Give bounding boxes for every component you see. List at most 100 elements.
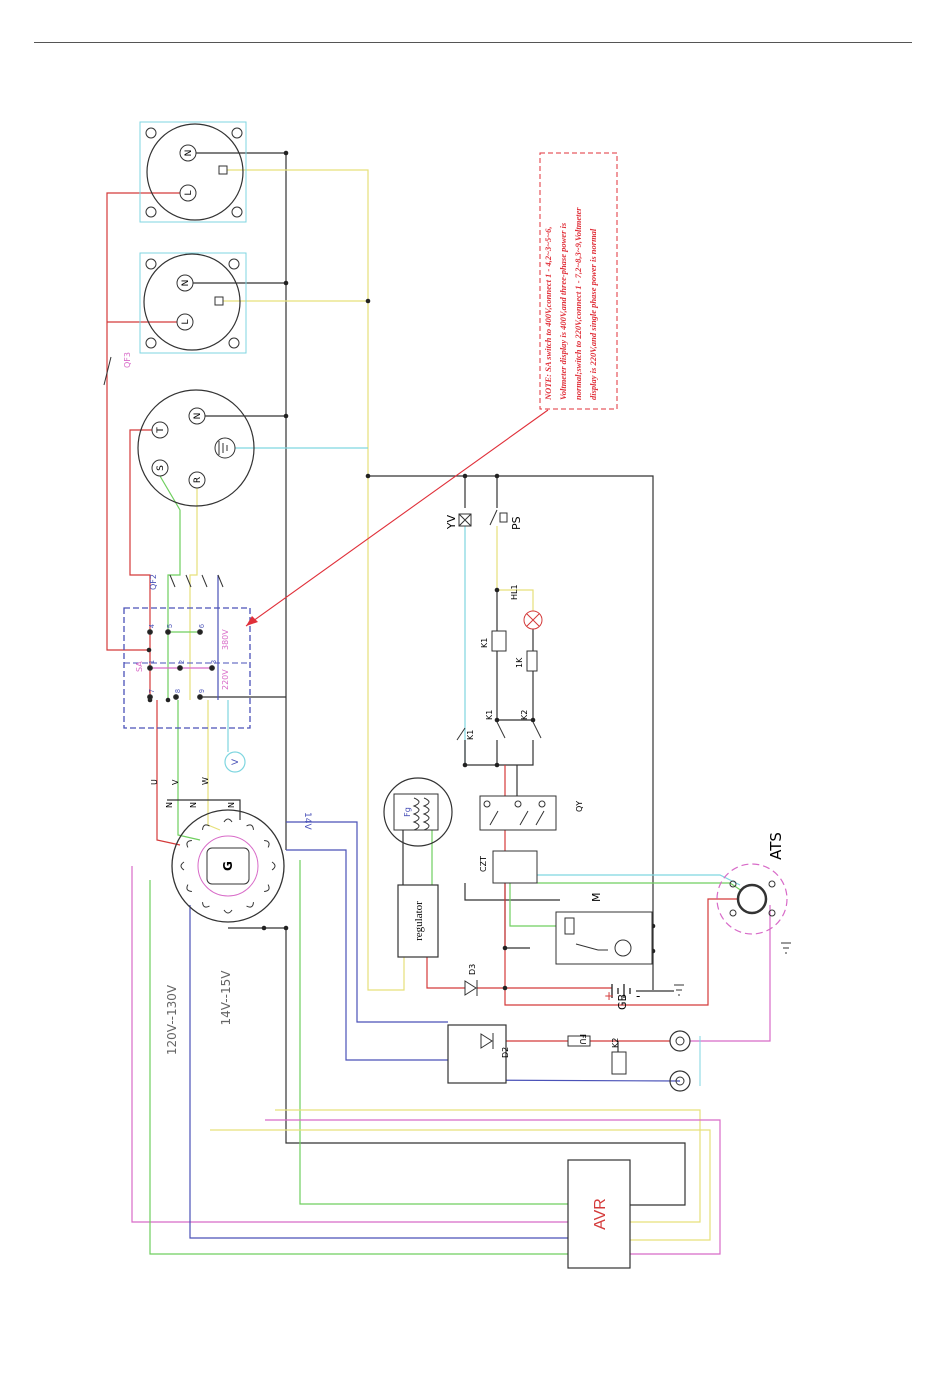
generator-coil xyxy=(180,861,185,871)
avr-feed-blue xyxy=(189,905,568,1239)
avr-feed-gray xyxy=(228,927,686,1206)
neutral-label-1: N xyxy=(165,802,174,808)
yv-label: YV xyxy=(445,514,458,530)
junction-dot xyxy=(283,280,289,286)
battery-plus: + xyxy=(604,989,614,1003)
phase-r-wire xyxy=(189,488,198,700)
resistor-1k-label: 1K xyxy=(515,657,524,668)
selector-switch-sa xyxy=(123,607,251,729)
selector-terminal-3 xyxy=(209,665,215,671)
junction-dot xyxy=(494,717,500,723)
czt-label: CZT xyxy=(479,856,488,872)
selector-terminal-label-5: 5 xyxy=(167,624,174,628)
note-line-3: normal;switch to 220V,connect 1 - 7,2~8,… xyxy=(573,207,583,400)
rectifier-d2 xyxy=(447,1024,507,1084)
note-line-2: Voltmeter display is 400V,and three-phas… xyxy=(558,222,568,400)
d2-input-a xyxy=(286,849,448,1061)
qf3-switch-blade xyxy=(103,356,112,386)
generator-coil xyxy=(264,884,270,892)
phase-v-label: V xyxy=(171,779,180,785)
phase-w-label: W xyxy=(201,777,210,785)
junction-dot xyxy=(283,150,289,156)
ps-return xyxy=(496,526,534,611)
note-arrow xyxy=(245,409,549,627)
socket-n-label: N xyxy=(193,413,203,420)
avr-sense-yellow-2 xyxy=(210,1129,711,1241)
starter-qy xyxy=(479,795,557,831)
junction-dot xyxy=(494,473,500,479)
junction-dot xyxy=(502,945,508,951)
socket-t-label: T xyxy=(156,427,166,434)
k1-contact-label-2: K1 xyxy=(485,710,494,720)
avr-label: AVR xyxy=(592,1198,609,1230)
ats-switch xyxy=(716,863,791,954)
k1-contact-label-1: K1 xyxy=(466,730,475,740)
outlet-2: N L xyxy=(139,252,247,354)
pressure-switch-ps xyxy=(489,509,508,526)
generator-coil xyxy=(271,861,276,871)
live-l-wire xyxy=(106,192,180,651)
k2-contact-label: K2 xyxy=(520,710,529,720)
generator-coil xyxy=(186,840,192,848)
outlet-2-n-label: N xyxy=(181,280,191,287)
generator-coil xyxy=(246,824,254,830)
outlet-1-l-label: L xyxy=(184,190,194,195)
qf2-breaker-poles xyxy=(169,574,224,588)
selector-terminal-6 xyxy=(197,629,203,635)
d3-label: D3 xyxy=(468,964,477,975)
outlet-2-l-label: L xyxy=(181,319,191,324)
regulator-label: regulator xyxy=(413,901,425,941)
selector-terminal-8 xyxy=(173,694,179,700)
phase-u-label: U xyxy=(150,779,159,785)
phase-t-wire xyxy=(129,429,152,700)
generator-label: G xyxy=(221,861,235,871)
relay-k1-coil xyxy=(491,630,507,652)
resistor-1k xyxy=(526,650,538,672)
selector-terminal-2 xyxy=(177,665,183,671)
qf3-label: QF3 xyxy=(123,352,132,368)
battery-gb xyxy=(611,984,631,998)
remote-terminals xyxy=(669,1030,701,1092)
avr-feed-magenta xyxy=(131,866,568,1223)
junction-dot xyxy=(502,985,508,991)
voltmeter-icon: V xyxy=(231,758,241,765)
junction-dot xyxy=(462,762,468,768)
selector-terminal-label-3: 3 xyxy=(211,660,218,664)
outlet-1: N L xyxy=(139,121,247,223)
earth-wire xyxy=(223,169,405,991)
relay-k1-label: K1 xyxy=(480,638,489,648)
battery-positive xyxy=(504,883,738,1006)
k1-contact-1 xyxy=(456,727,466,741)
selector-terminal-label-9: 9 xyxy=(199,689,206,693)
junction-dot xyxy=(530,717,536,723)
volt-120-label: 120V--130V xyxy=(165,984,179,1055)
junction-dot xyxy=(261,925,267,931)
generator-coil xyxy=(223,818,233,823)
k1-contact-2 xyxy=(496,721,506,739)
junction-dot xyxy=(146,647,152,653)
selector-terminal-9 xyxy=(197,694,203,700)
d2-input-b xyxy=(286,821,448,1023)
avr-sense-yellow xyxy=(275,1109,701,1223)
neutral-label-3: N xyxy=(227,802,236,808)
czt-gray xyxy=(464,883,560,901)
phase-v-wire xyxy=(177,700,201,841)
selector-terminal-label-8: 8 xyxy=(175,689,182,693)
diode-d3 xyxy=(464,980,478,996)
relay-k2-label: K2 xyxy=(611,1038,620,1048)
generator-coil xyxy=(223,909,233,914)
selector-terminal-label-7: 7 xyxy=(149,689,156,693)
selector-terminal-1 xyxy=(147,665,153,671)
selector-terminal-4 xyxy=(147,629,153,635)
junction-dot xyxy=(165,697,171,703)
socket-s-label: S xyxy=(156,465,166,471)
phase-u-wire xyxy=(156,700,181,846)
connector-czt xyxy=(492,850,538,884)
fuse-fu xyxy=(567,1035,591,1047)
contact-loop xyxy=(464,740,534,766)
d2-label: D2 xyxy=(501,1047,510,1058)
note-box xyxy=(539,152,618,410)
battery-minus: - xyxy=(636,989,640,1003)
relay-k2-coil xyxy=(611,1051,627,1075)
